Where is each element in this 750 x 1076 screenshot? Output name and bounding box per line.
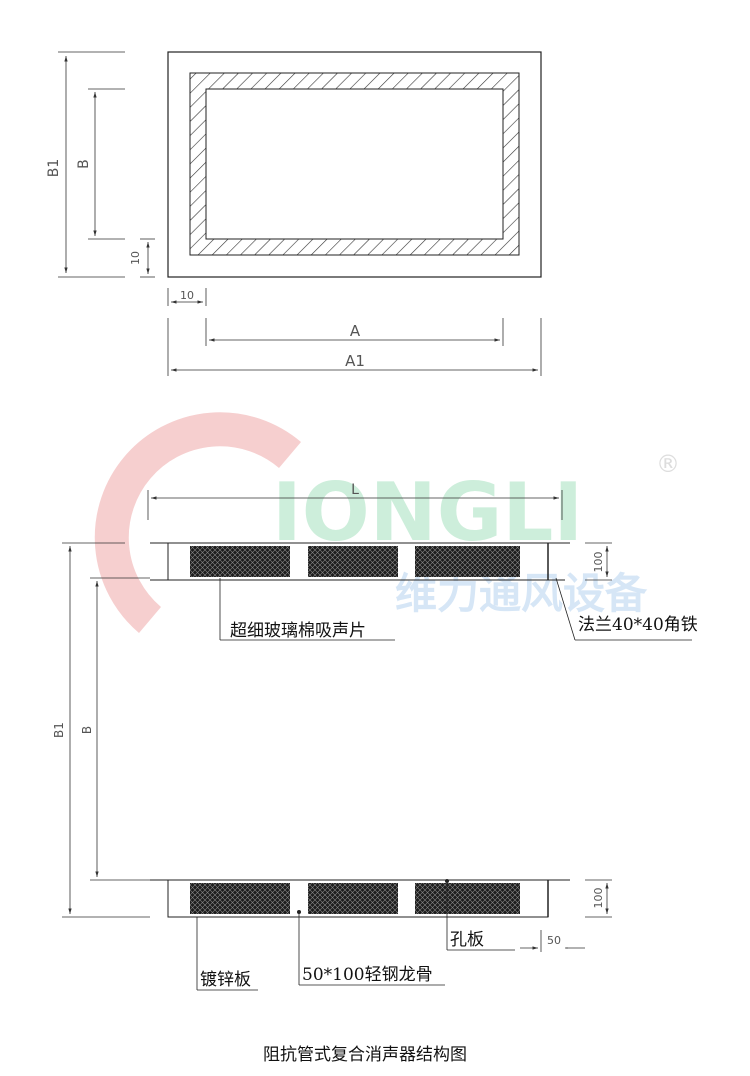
dimension-100-bottom: 100 xyxy=(585,879,612,918)
label-B1-section: B1 xyxy=(52,722,66,738)
callout-flange: 法兰40*40角铁 xyxy=(555,577,698,641)
callout-perforated: 孔板 xyxy=(446,883,515,951)
dimension-100-top: 100 xyxy=(585,542,612,581)
dimension-L: L xyxy=(147,482,563,520)
label-B-section: B xyxy=(80,726,94,734)
absorber-block xyxy=(308,883,398,914)
label-100-bottom: 100 xyxy=(592,888,605,909)
dimension-10-horizontal: 10 xyxy=(167,288,207,306)
hatched-lining xyxy=(189,72,520,256)
callout-keel: 50*100轻钢龙骨 xyxy=(298,914,445,986)
callout-absorber: 超细玻璃棉吸声片 xyxy=(219,578,395,641)
registered-mark: ® xyxy=(656,450,680,478)
label-10-vertical: 10 xyxy=(129,251,142,265)
label-B1: B1 xyxy=(46,159,62,178)
label-keel: 50*100轻钢龙骨 xyxy=(302,965,433,985)
top-view: B1 B 10 10 A xyxy=(46,51,542,376)
absorber-block xyxy=(415,546,520,577)
label-L: L xyxy=(351,482,359,498)
label-10-horizontal: 10 xyxy=(180,289,194,302)
dimension-B-vertical: B xyxy=(76,88,125,240)
section-view: L 100 超细玻璃棉吸声片 法兰40* xyxy=(52,482,698,991)
label-100-top: 100 xyxy=(592,552,605,573)
dimension-B1-vertical: B1 xyxy=(46,51,125,278)
absorber-block xyxy=(308,546,398,577)
label-A: A xyxy=(350,322,361,340)
label-perforated: 孔板 xyxy=(450,930,484,950)
label-A1: A1 xyxy=(345,352,365,370)
diagram-caption: 阻抗管式复合消声器结构图 xyxy=(263,1045,467,1065)
absorber-block xyxy=(415,883,520,914)
dimension-50: 50 xyxy=(520,930,585,952)
label-absorber: 超细玻璃棉吸声片 xyxy=(230,621,366,641)
bottom-panel xyxy=(150,879,570,918)
callout-galvanized: 镀锌板 xyxy=(196,917,258,991)
dimension-10-vertical: 10 xyxy=(129,238,155,278)
label-B: B xyxy=(76,159,92,169)
dimension-A: A xyxy=(205,318,504,346)
watermark-brand: IONGLI xyxy=(272,466,583,559)
label-galvanized: 镀锌板 xyxy=(200,970,251,990)
outer-flange-outline xyxy=(167,51,542,278)
dimension-B-section: B xyxy=(80,577,150,881)
absorber-block xyxy=(190,546,290,577)
dimension-B1-section: B1 xyxy=(52,542,150,918)
label-flange: 法兰40*40角铁 xyxy=(578,615,698,635)
watermark-logo-arc xyxy=(94,412,301,633)
watermark-brand-cn: 维力通风设备 xyxy=(395,569,648,618)
top-panel xyxy=(150,542,570,581)
dimension-A1: A1 xyxy=(167,318,542,376)
label-50: 50 xyxy=(547,934,561,947)
watermark: IONGLI 维力通风设备 ® xyxy=(94,412,680,633)
absorber-block xyxy=(190,883,290,914)
